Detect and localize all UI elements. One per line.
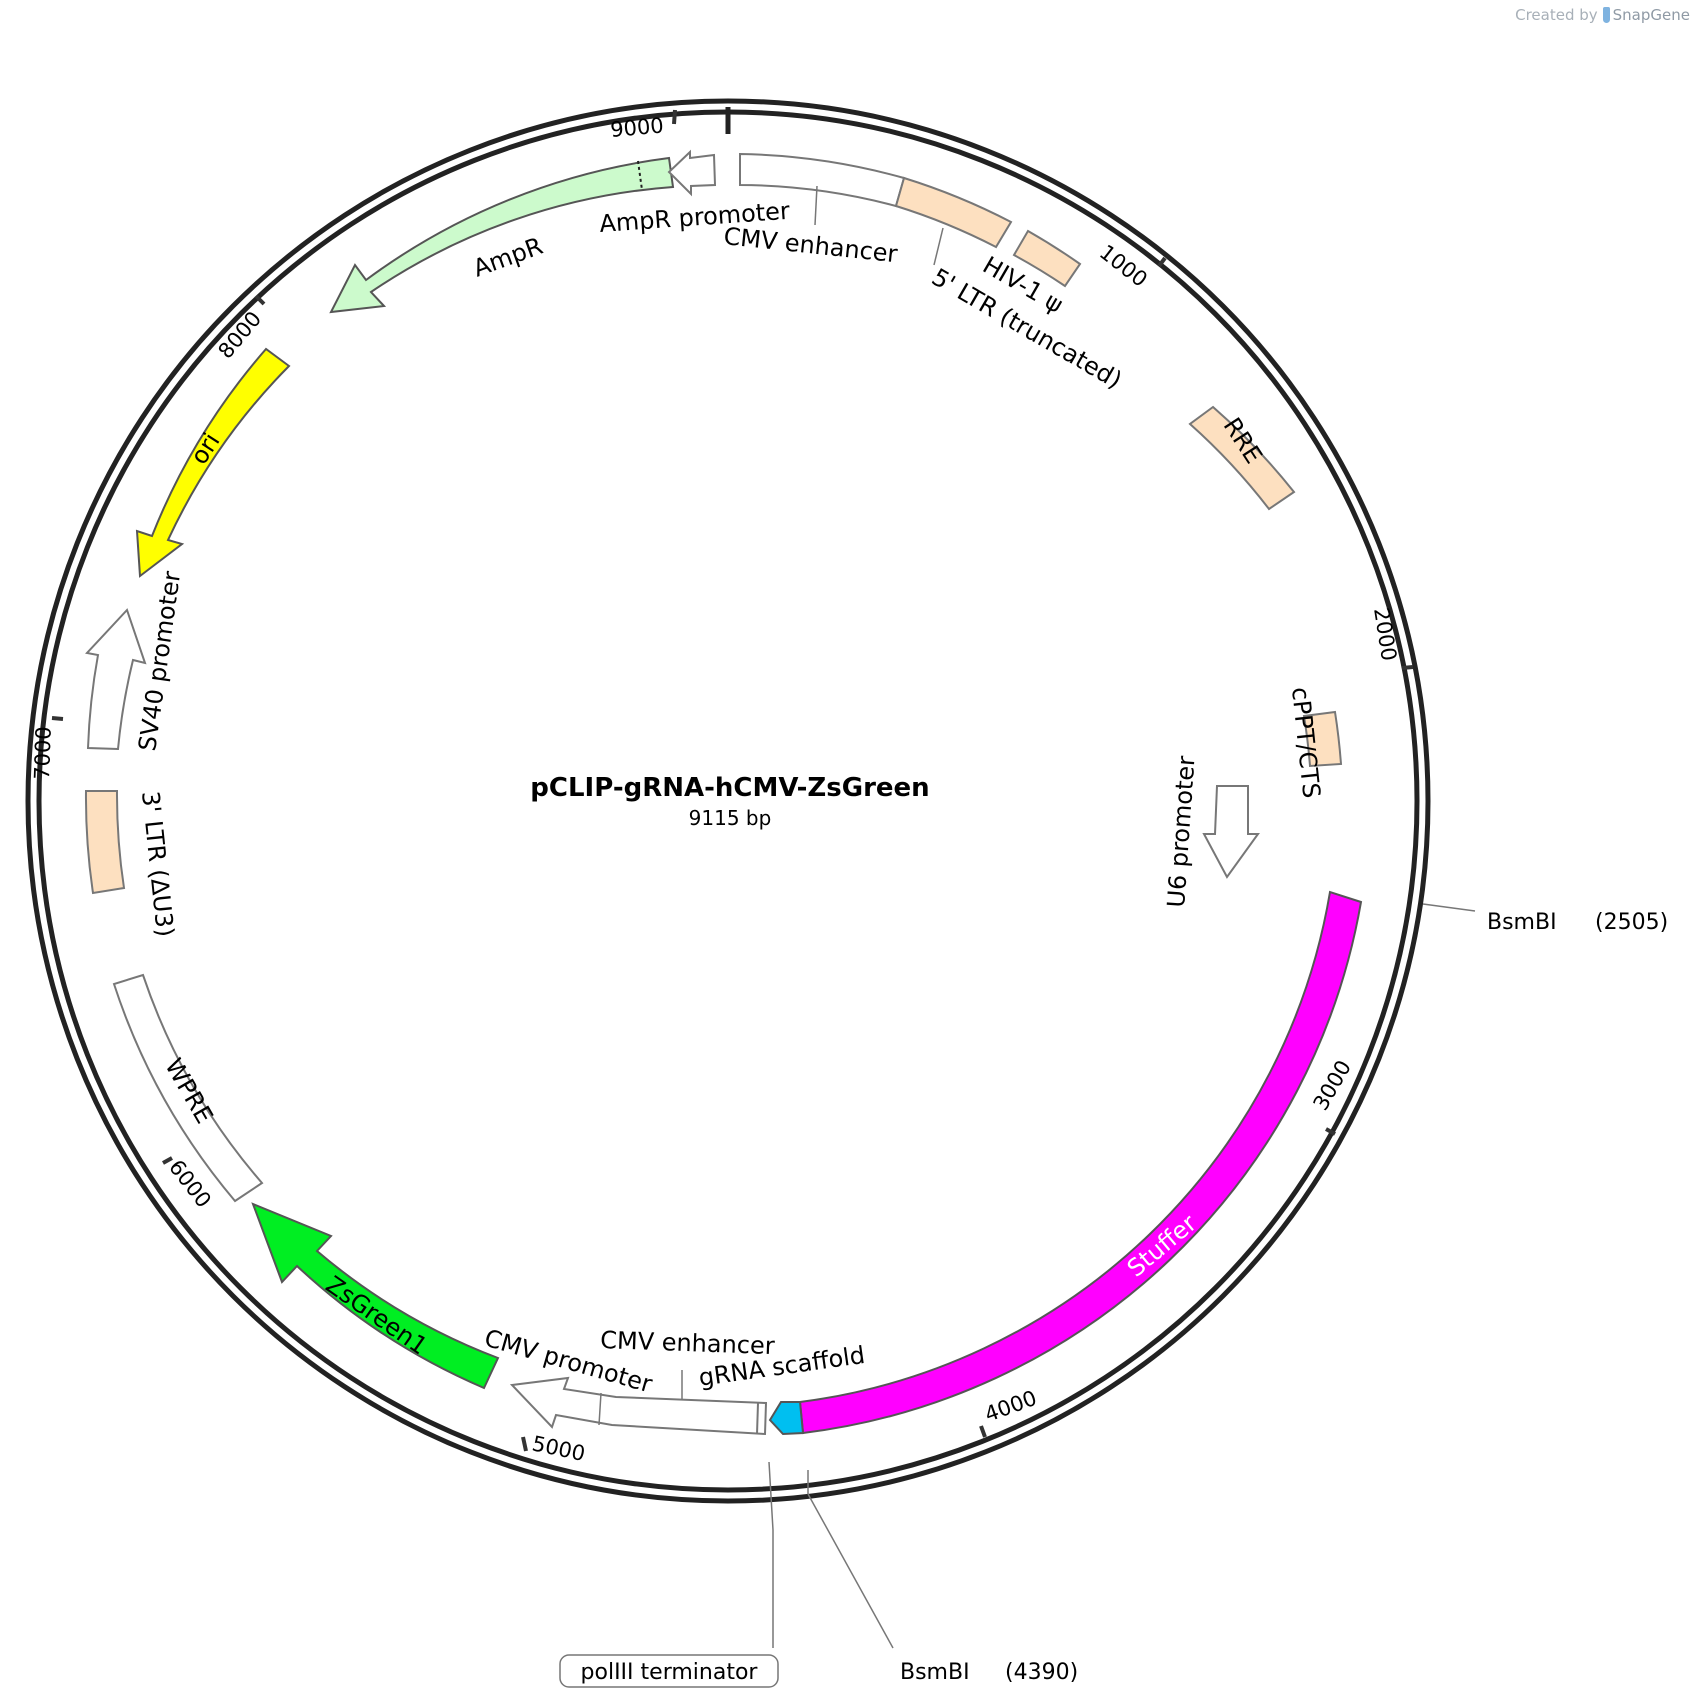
connector-cmv-enhancer-top	[814, 185, 818, 226]
label-u6-promoter: U6 promoter	[1162, 755, 1201, 909]
connector-5-ltr	[933, 227, 944, 266]
feature-5-ltr-truncated[interactable]	[894, 176, 1013, 249]
connector-poliii-terminator	[768, 1461, 774, 1648]
label-cmv-enhancer-top: CMV enhancer	[722, 222, 899, 268]
tick-8000: 8000	[213, 294, 266, 363]
label-zsgreen1: ZsGreen1	[321, 1270, 433, 1360]
snapgene-logo-icon	[1602, 7, 1610, 23]
callout-poliii-terminator: polIII terminator	[581, 1660, 759, 1685]
label-cppt-cts: cPPT/CTS	[1286, 686, 1326, 800]
feature-ampr[interactable]	[329, 156, 675, 314]
connector-bsmbi-4390	[807, 1493, 894, 1649]
tick-label-7000: 7000	[30, 726, 56, 780]
site-bsmbi-2505-name[interactable]: BsmBI	[1487, 910, 1557, 935]
tick-label-1000: 1000	[1095, 240, 1152, 292]
feature-cmv-promoter-bottom[interactable]	[509, 1376, 768, 1436]
feature-u6-promoter[interactable]	[1202, 785, 1260, 879]
site-bsmbi-4390-position: (4390)	[1005, 1660, 1078, 1685]
feature-ampr-promoter[interactable]	[667, 149, 717, 197]
site-bsmbi-2505-position: (2505)	[1595, 910, 1668, 935]
tick-label-5000: 5000	[530, 1431, 587, 1466]
feature-cppt-cts[interactable]	[1302, 710, 1343, 768]
credit-brand: SnapGene	[1612, 6, 1690, 24]
feature-grna-scaffold[interactable]	[768, 1401, 805, 1436]
label-cmv-enhancer-bottom: CMV enhancer	[600, 1326, 775, 1360]
tick-label-2000: 2000	[1369, 606, 1401, 663]
feature-zsgreen1[interactable]	[251, 1202, 500, 1390]
feature-ampr-dotted-boundary	[637, 160, 643, 191]
connector-bsmbi-2505	[1422, 903, 1476, 912]
tick-7000: 7000	[30, 716, 64, 780]
tick-label-3000: 3000	[1309, 1056, 1357, 1114]
feature-wpre[interactable]	[112, 973, 264, 1203]
feature-3-ltr-du3[interactable]	[84, 790, 126, 895]
feature-ori[interactable]	[135, 347, 291, 578]
map-title: pCLIP-gRNA-hCMV-ZsGreen	[530, 773, 929, 803]
site-bsmbi-4390-name[interactable]: BsmBI	[900, 1660, 970, 1685]
tick-9000: 9000	[609, 109, 677, 142]
callout-poliii-terminator-box[interactable]	[559, 1654, 779, 1688]
feature-sv40-promoter[interactable]	[85, 608, 147, 751]
connector-cmv-promoter	[598, 1392, 602, 1426]
snapgene-credit: Created by SnapGene	[1515, 6, 1690, 24]
feature-junction-line	[756, 1402, 759, 1435]
feature-rre[interactable]	[1188, 405, 1296, 511]
tick-label-9000: 9000	[609, 113, 664, 142]
label-3-ltr-du3: 3' LTR (ΔU3)	[136, 790, 179, 939]
label-ampr: AmpR	[469, 232, 546, 283]
feature-hiv1-psi[interactable]	[1012, 229, 1082, 288]
map-length: 9115 bp	[689, 806, 772, 830]
label-stuffer: Stuffer	[1122, 1209, 1202, 1283]
credit-prefix: Created by	[1515, 6, 1598, 24]
backbone-outer-ring	[25, 98, 1431, 1504]
feature-stuffer[interactable]	[798, 890, 1363, 1435]
